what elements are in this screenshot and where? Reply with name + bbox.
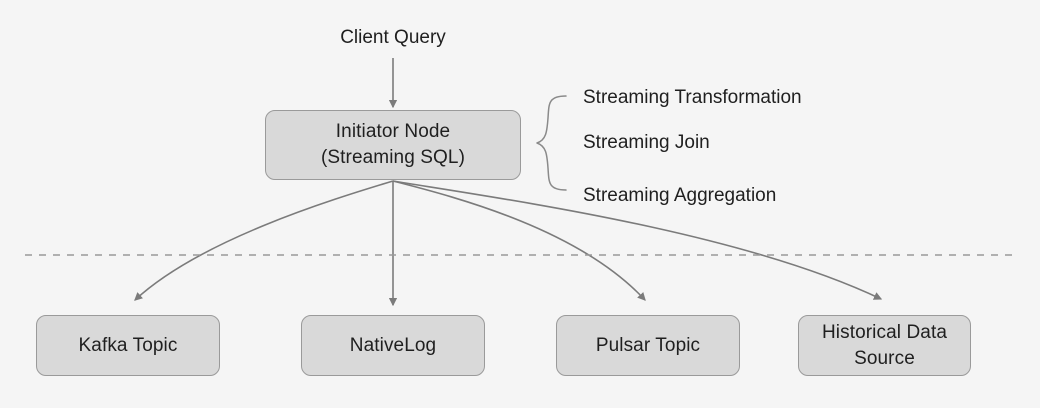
node-initiator[interactable]: Initiator Node (Streaming SQL) xyxy=(265,110,521,180)
capability-streaming-transformation: Streaming Transformation xyxy=(583,87,802,108)
node-nativelog[interactable]: NativeLog xyxy=(301,315,485,376)
edge-initiator-to-historical xyxy=(392,180,883,300)
node-pulsar-topic[interactable]: Pulsar Topic xyxy=(556,315,740,376)
node-historical-data-source[interactable]: Historical Data Source xyxy=(798,315,971,376)
capabilities-brace xyxy=(536,95,567,191)
edge-initiator-to-kafka xyxy=(134,180,394,301)
capability-streaming-aggregation: Streaming Aggregation xyxy=(583,185,777,206)
edge-initiator-to-pulsar xyxy=(392,180,646,301)
node-kafka-topic[interactable]: Kafka Topic xyxy=(36,315,220,376)
capability-streaming-join: Streaming Join xyxy=(583,132,710,153)
client-query-label: Client Query xyxy=(340,27,446,48)
